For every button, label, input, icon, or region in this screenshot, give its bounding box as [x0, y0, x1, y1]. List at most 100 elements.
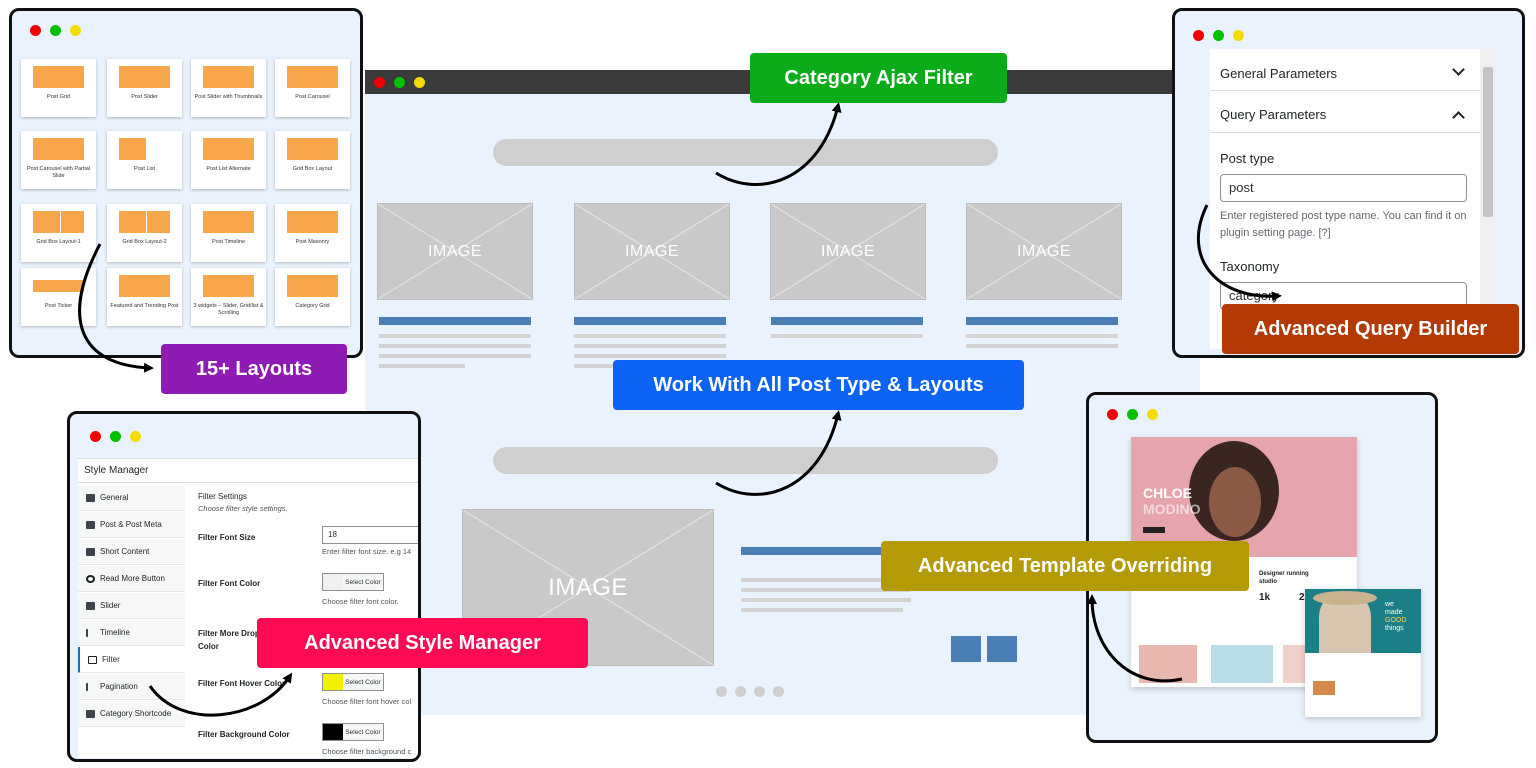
font-size-input[interactable]: 18	[322, 526, 418, 544]
layout-thumb[interactable]: Post List	[107, 131, 182, 189]
menu-item-general[interactable]: General	[78, 485, 185, 511]
title-line	[574, 317, 726, 325]
menu-item-slider[interactable]: Slider	[78, 593, 185, 619]
text-line	[379, 344, 531, 348]
section-title: Query Parameters	[1220, 107, 1327, 122]
scrollbar-thumb[interactable]	[1483, 67, 1493, 217]
text-line	[741, 608, 903, 612]
search-bar-placeholder	[493, 447, 998, 474]
post-type-input[interactable]: post	[1220, 174, 1467, 202]
font-color-label: Filter Font Color	[198, 579, 261, 588]
hero-button[interactable]	[1143, 527, 1165, 533]
headline-1: Designer running	[1259, 571, 1309, 577]
layout-thumb[interactable]: Grid Box Layout	[275, 131, 350, 189]
image-label: IMAGE	[427, 242, 483, 260]
slider-next-button[interactable]	[987, 636, 1017, 662]
pagination-dot[interactable]	[773, 686, 784, 697]
maximize-dot[interactable]	[1127, 409, 1138, 420]
layout-thumb[interactable]: Post Masonry	[275, 204, 350, 262]
minimize-dot[interactable]	[1233, 30, 1244, 41]
general-parameters-header[interactable]: General Parameters	[1220, 66, 1475, 81]
layout-thumb[interactable]: Post Ticker	[21, 268, 96, 326]
headline-2: studio	[1259, 579, 1277, 585]
layout-thumb[interactable]: Grid Box Layout-2	[107, 204, 182, 262]
query-builder-panel: General Parameters Query Parameters Post…	[1210, 49, 1480, 349]
layout-name: Grid Box Layout-1	[36, 239, 81, 245]
circle-icon	[86, 574, 95, 583]
style-manager-title: Style Manager	[78, 459, 418, 483]
layout-thumb[interactable]: Category Grid	[275, 268, 350, 326]
image-placeholder: IMAGE	[966, 203, 1122, 300]
layout-thumb[interactable]: Post Carousel	[275, 59, 350, 117]
layout-name: Post Masonry	[295, 239, 330, 245]
menu-item-timeline[interactable]: Timeline	[78, 620, 185, 646]
menu-label: Pagination	[100, 682, 138, 691]
text-line	[741, 578, 911, 582]
close-dot[interactable]	[1193, 30, 1204, 41]
menu-label: Short Content	[100, 547, 150, 556]
gallery-thumb	[1139, 645, 1197, 683]
layout-thumb[interactable]: Post Carousel with Partial Slide	[21, 131, 96, 189]
maximize-dot[interactable]	[50, 25, 61, 36]
menu-item-short-content[interactable]: Short Content	[78, 539, 185, 565]
maximize-dot[interactable]	[110, 431, 121, 442]
maximize-dot[interactable]	[1213, 30, 1224, 41]
close-dot[interactable]	[374, 77, 385, 88]
menu-item-filter[interactable]: Filter	[78, 647, 185, 673]
menu-label: Filter	[102, 655, 120, 664]
minimize-dot[interactable]	[414, 77, 425, 88]
hover-color-label: Filter Font Hover Color	[198, 679, 286, 688]
text-line	[379, 354, 531, 358]
menu-item-category-shortcode[interactable]: Category Shortcode	[78, 701, 185, 727]
layout-thumb[interactable]: Post Slider	[107, 59, 182, 117]
hover-color-picker[interactable]: Select Color	[322, 673, 384, 691]
window-controls	[30, 25, 81, 36]
close-dot[interactable]	[30, 25, 41, 36]
layout-name: Post Slider	[131, 94, 158, 100]
image-label: IMAGE	[820, 242, 876, 260]
maximize-dot[interactable]	[394, 77, 405, 88]
query-parameters-header[interactable]: Query Parameters	[1220, 107, 1475, 122]
general-icon	[86, 493, 95, 502]
menu-label: Read More Button	[100, 574, 165, 583]
layout-thumb[interactable]: 3 widgets – Slider, Grid/list & Scrollin…	[191, 268, 266, 326]
window-controls	[374, 77, 425, 88]
minimize-dot[interactable]	[1147, 409, 1158, 420]
gallery-thumb	[1211, 645, 1273, 683]
layout-thumb[interactable]: Grid Box Layout-1	[21, 204, 96, 262]
badge-style-manager: Advanced Style Manager	[257, 618, 588, 668]
pagination-dot[interactable]	[716, 686, 727, 697]
menu-item-read-more[interactable]: Read More Button	[78, 566, 185, 592]
layout-thumb[interactable]: Post Timeline	[191, 204, 266, 262]
close-dot[interactable]	[1107, 409, 1118, 420]
menu-item-post-meta[interactable]: Post & Post Meta	[78, 512, 185, 538]
select-color-label: Select Color	[343, 724, 383, 740]
layout-thumb[interactable]: Post Grid	[21, 59, 96, 117]
title-line	[741, 547, 893, 555]
pagination-dot[interactable]	[735, 686, 746, 697]
layout-thumb[interactable]: Post List Alternate	[191, 131, 266, 189]
layout-name: Post Slider with Thumbnails	[194, 94, 263, 100]
minimize-dot[interactable]	[70, 25, 81, 36]
title-line	[771, 317, 923, 325]
section-title: General Parameters	[1220, 66, 1338, 81]
slider-prev-button[interactable]	[951, 636, 981, 662]
scrollbar[interactable]	[1480, 49, 1496, 349]
close-dot[interactable]	[90, 431, 101, 442]
bg-color-picker[interactable]: Select Color	[322, 723, 384, 741]
badge-layouts: 15+ Layouts	[161, 344, 347, 394]
layout-name: Post Ticker	[44, 303, 73, 309]
text-line	[741, 588, 911, 592]
menu-item-pagination[interactable]: Pagination	[78, 674, 185, 700]
pagination-dot[interactable]	[754, 686, 765, 697]
layout-thumb[interactable]: Post Slider with Thumbnails	[191, 59, 266, 117]
menu-label: Slider	[100, 601, 121, 610]
layout-name: Grid Box Layout	[292, 166, 333, 172]
section-title: Filter Settings	[198, 492, 247, 501]
font-color-picker[interactable]: Select Color	[322, 573, 384, 591]
taxonomy-label: Taxonomy	[1220, 259, 1280, 274]
minimize-dot[interactable]	[130, 431, 141, 442]
layout-thumb[interactable]: Featured and Trending Post	[107, 268, 182, 326]
window-controls	[1193, 30, 1244, 41]
text-line	[574, 334, 726, 338]
